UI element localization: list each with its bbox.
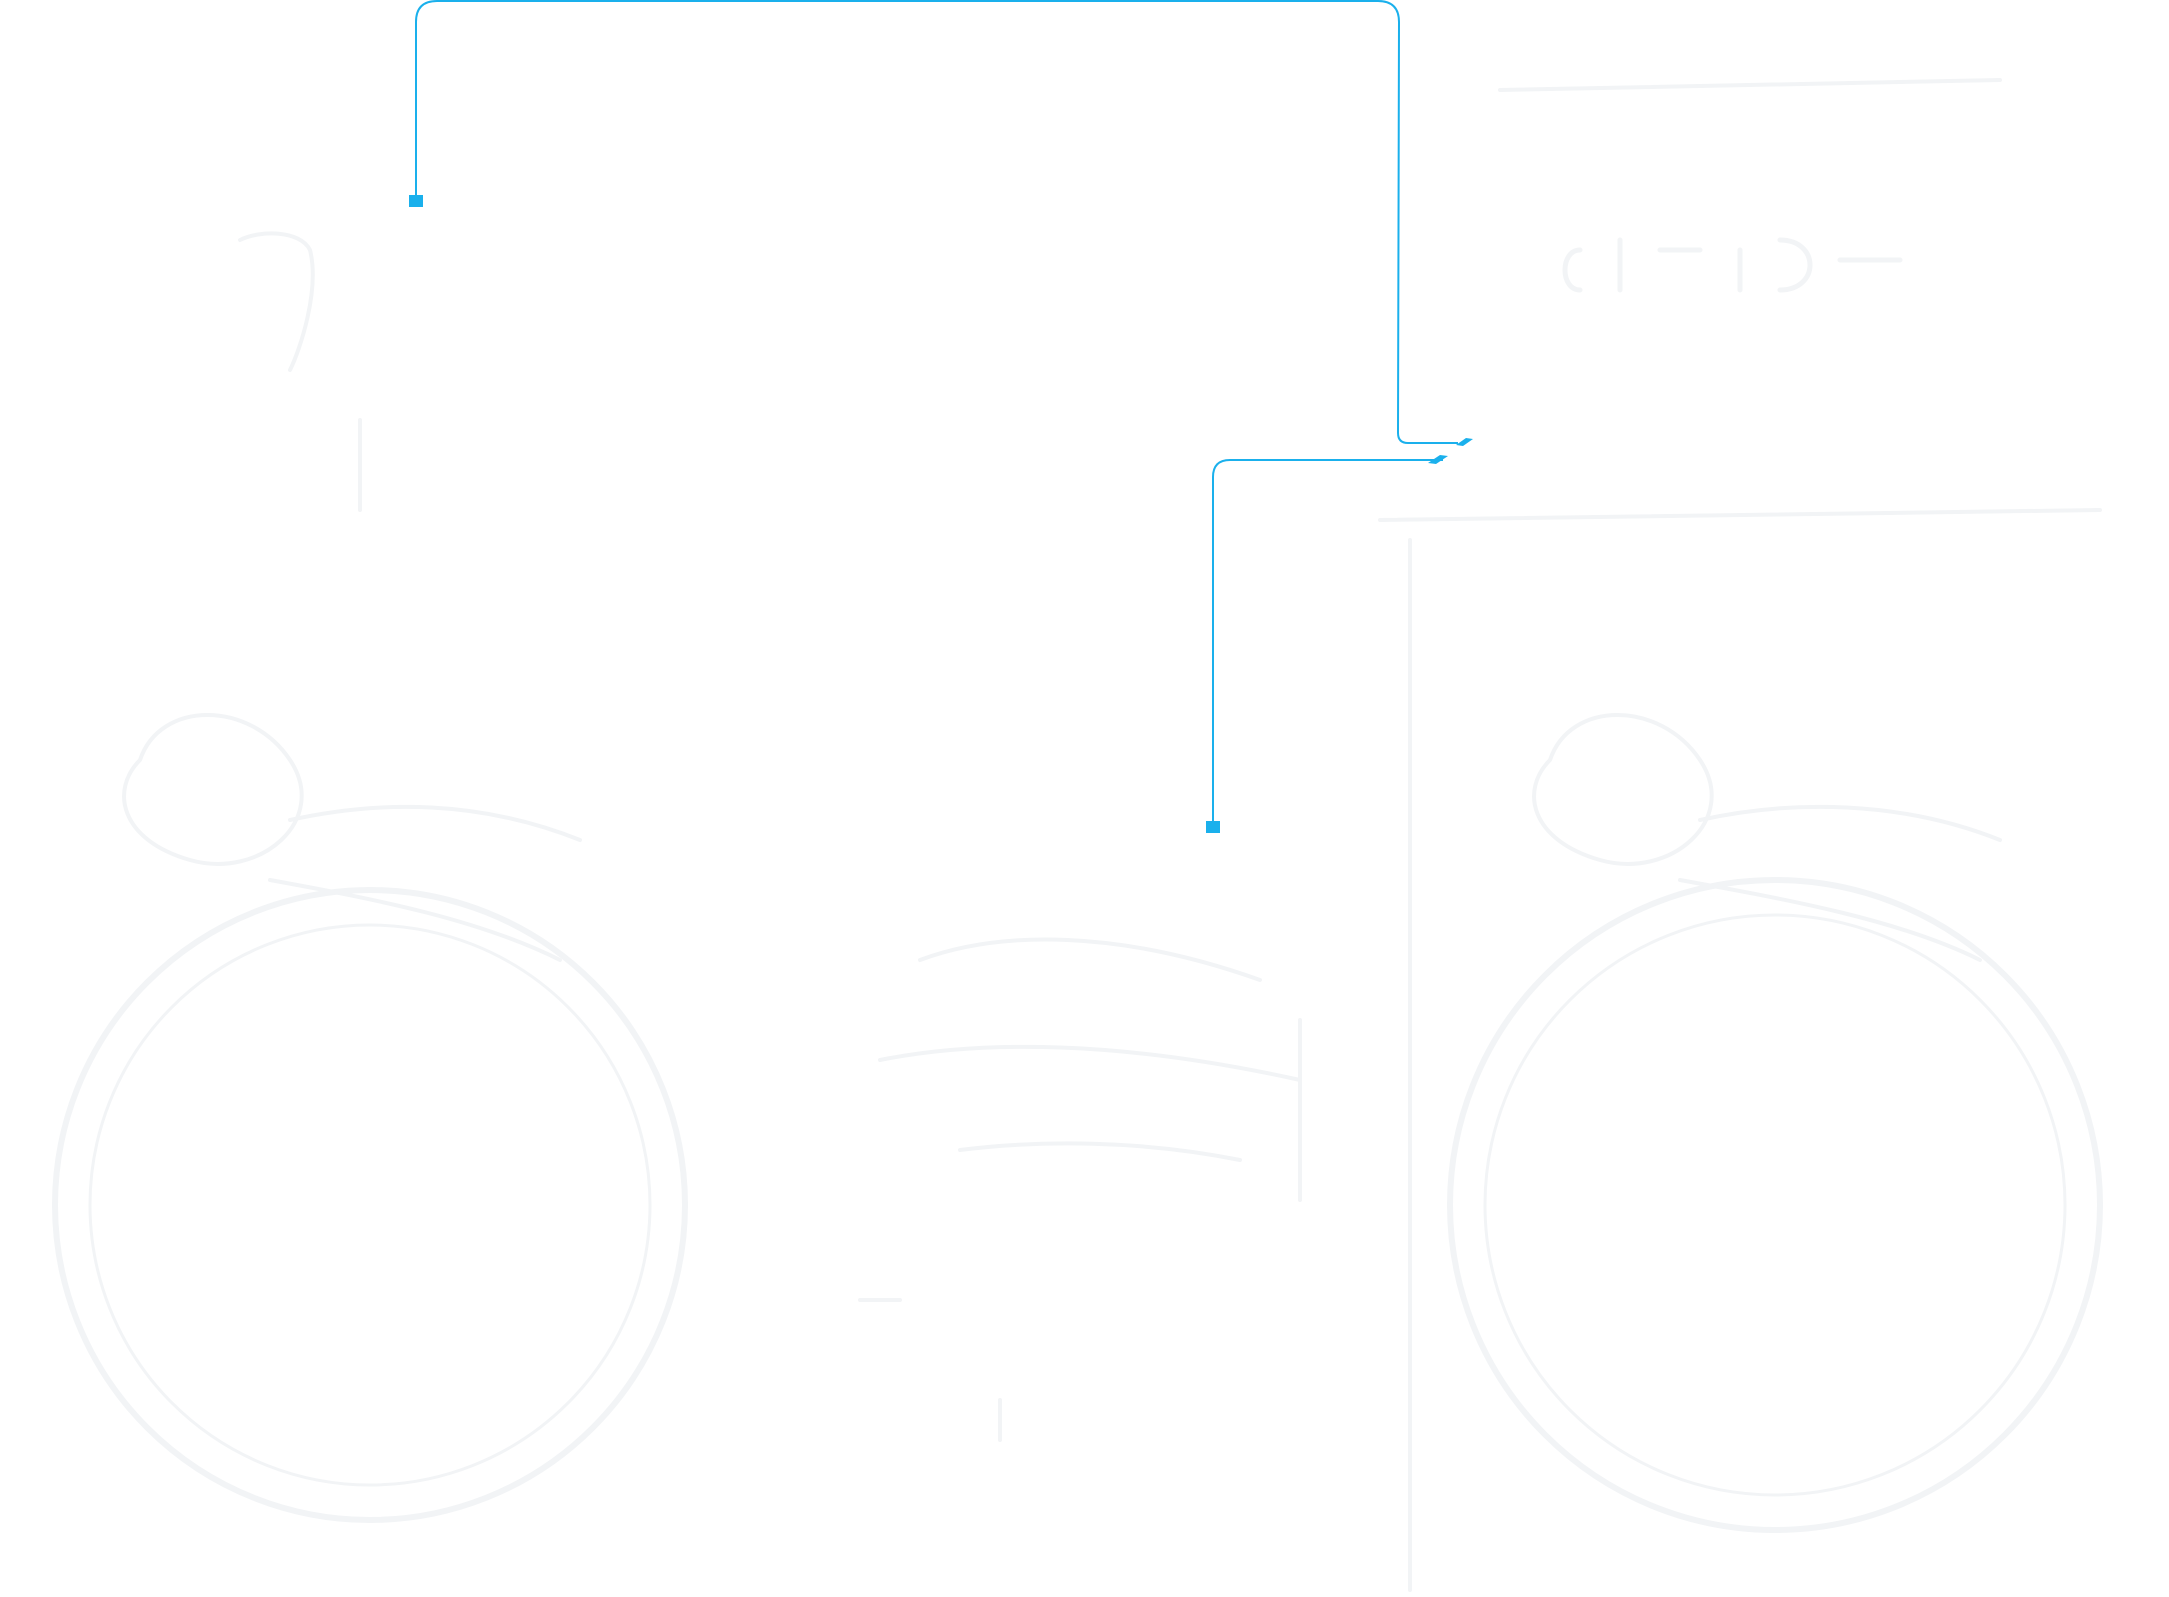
right-ornament (1532, 713, 2002, 962)
top-right-text-sketch (1562, 237, 1903, 293)
left-wheel-outer (52, 887, 688, 1523)
middle-anchor[interactable] (1206, 821, 1220, 833)
right-panel-outline (1378, 78, 2102, 1592)
right-panel-tip (1456, 438, 1473, 446)
connector-line-lower (1212, 459, 1443, 826)
connector-line-upper (415, 0, 1458, 444)
right-panel-tip-lower (1428, 455, 1448, 464)
background-illustration (52, 78, 2103, 1592)
right-wheel-inner (1483, 913, 2067, 1497)
left-wheel-inner (88, 923, 652, 1487)
left-lamp-sketch (238, 231, 362, 512)
connector-layer (415, 0, 1458, 826)
upper-left-anchor[interactable] (409, 195, 423, 207)
engine-sketch (858, 937, 1302, 1442)
left-ornament (122, 713, 582, 962)
right-wheel-outer (1447, 877, 2103, 1533)
